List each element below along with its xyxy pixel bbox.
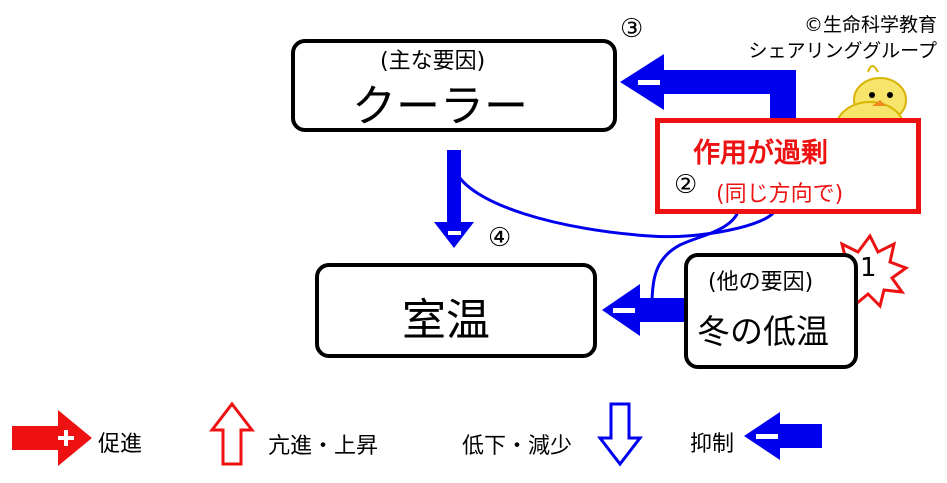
step-3-label: ③	[620, 14, 644, 44]
copyright-line-1: ©生命科学教育	[803, 14, 937, 36]
room-temp-box	[315, 263, 597, 358]
legend-increase-label: 亢進・上昇	[268, 434, 379, 459]
cooler-to-room-arrow	[434, 150, 474, 248]
legend-decrease-label: 低下・減少	[462, 434, 573, 459]
overeffect-title: 作用が過剰	[693, 138, 828, 169]
winter-sub-label: (他の要因)	[708, 270, 814, 295]
winter-to-room-inhibit-arrow	[602, 284, 686, 336]
legend-increase-arrow	[208, 401, 256, 466]
cooler-to-room-curve	[453, 169, 777, 239]
overeffect-note: (同じ方向で)	[716, 182, 844, 207]
legend-promote-label: 促進	[98, 432, 143, 457]
cooler-label: クーラー	[352, 81, 528, 132]
legend-decrease-arrow	[596, 402, 644, 467]
overeffect-to-cooler-inhibit-arrow	[620, 54, 796, 122]
room-temp-label: 室温	[402, 295, 490, 346]
winter-label: 冬の低温	[697, 312, 829, 351]
winter-box	[684, 253, 858, 369]
copyright-line-2: シェアリンググループ	[748, 40, 937, 62]
step-2-label: ②	[674, 170, 698, 200]
legend-inhibit-arrow	[744, 412, 822, 460]
cooler-box	[291, 39, 617, 132]
legend-promote-arrow	[12, 410, 92, 466]
overeffect-box	[655, 118, 921, 214]
legend-inhibit-label: 抑制	[690, 432, 735, 457]
step-4-label: ④	[488, 223, 512, 253]
overeffect-to-room-curve	[650, 201, 742, 306]
starburst-number: 1	[860, 253, 877, 283]
cooler-sub-label: (主な要因)	[380, 49, 486, 74]
